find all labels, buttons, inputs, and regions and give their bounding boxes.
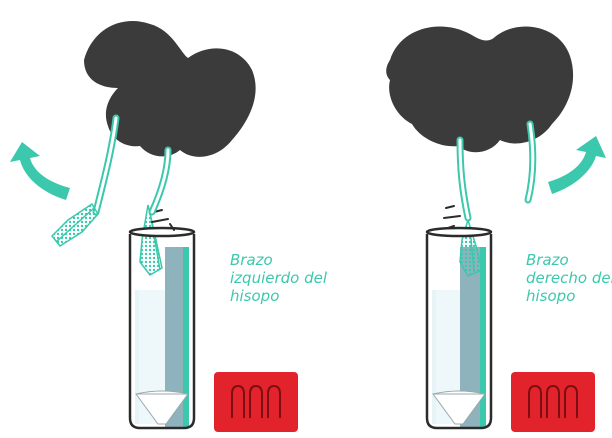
right-label-line-2: derecho del: [526, 269, 612, 287]
right-curved-arrow-icon: [548, 136, 606, 194]
left-curved-arrow-icon: [10, 142, 70, 200]
left-label: Brazo izquierdo del hisopo: [230, 251, 332, 305]
left-tube-icon: [128, 226, 196, 430]
left-swab-tip-icon: [50, 202, 99, 247]
left-label-line-3: hisopo: [230, 287, 279, 305]
left-cap-icon: [214, 372, 298, 432]
right-label-line-3: hisopo: [526, 287, 575, 305]
left-swab-tip-in-tube: [139, 204, 163, 276]
right-label-line-1: Brazo: [526, 251, 569, 269]
right-hand-shape: [386, 26, 574, 153]
left-swab-handle: [92, 114, 172, 216]
left-label-line-2: izquierdo del: [230, 269, 328, 287]
right-swab-handle: [456, 120, 537, 222]
right-cap-icon: [511, 372, 595, 432]
left-label-line-1: Brazo: [230, 251, 273, 269]
right-tube-icon: [425, 226, 493, 430]
left-panel: Brazo izquierdo del hisopo: [10, 21, 332, 432]
left-hand-shape: [84, 21, 256, 157]
right-panel: Brazo derecho del hisopo: [386, 26, 612, 432]
right-snap-mark-icon: [443, 205, 461, 229]
right-label: Brazo derecho del hisopo: [526, 251, 612, 305]
